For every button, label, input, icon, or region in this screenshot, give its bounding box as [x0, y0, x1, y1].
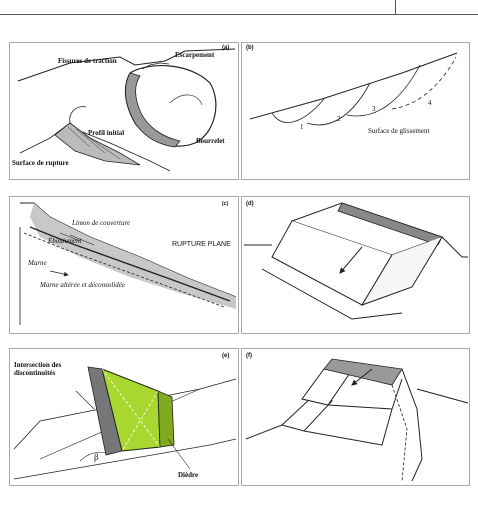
number-2: 2: [337, 115, 341, 123]
number-1: 1: [300, 123, 304, 131]
label-escarpement: Escarpement: [175, 51, 215, 59]
panel-d: (d): [241, 196, 470, 334]
panel-b-drawing: [249, 52, 458, 126]
label-marne-alteree: Marne altérée et déconsolidée: [40, 281, 125, 289]
panel-d-drawing: [244, 202, 468, 320]
label-eboulement: Éboulement: [48, 237, 82, 245]
panel-a: (a) Fissures de traction Escarpement Bou…: [9, 42, 239, 180]
label-bourrelet: Bourrelet: [196, 137, 225, 145]
panel-f: (f): [241, 348, 470, 486]
label-marne: Marne: [28, 259, 47, 267]
panel-b-tag: (b): [246, 45, 254, 51]
label-profil: Profil initial: [88, 129, 125, 137]
label-rupture-plane: RUPTURE PLANE: [172, 241, 231, 248]
panel-c: (c) Limon de couverture Éboulement RUPTU…: [9, 196, 239, 334]
label-beta: β: [94, 452, 99, 462]
number-4: 4: [428, 99, 432, 107]
panel-e-tag: (e): [222, 353, 230, 359]
top-rule: [0, 14, 478, 15]
panel-a-tag: (a): [222, 45, 230, 51]
top-divider: [395, 0, 396, 14]
label-surface-rupture: Surface de rupture: [12, 159, 69, 167]
panel-e: (e) Intersection des discontinuités β Di…: [9, 348, 239, 486]
panel-c-drawing: [19, 202, 237, 325]
panel-f-drawing: [245, 358, 469, 482]
panel-f-tag: (f): [246, 353, 252, 359]
number-3: 3: [372, 105, 376, 113]
label-limon: Limon de couverture: [72, 219, 131, 227]
panel-d-tag: (d): [246, 201, 254, 207]
label-diedre: Dièdre: [178, 471, 199, 479]
label-fissures: Fissures de traction: [58, 57, 117, 65]
panel-a-drawing: [17, 48, 236, 172]
label-intersection: Intersection des discontinuités: [14, 361, 62, 377]
panel-c-tag: (c): [222, 201, 229, 207]
label-surface-glissement: Surface de glissement: [368, 127, 430, 135]
panel-e-drawing: [13, 366, 237, 480]
panel-b: (b) 1 2 3 4 Surface de glissement: [241, 42, 470, 180]
